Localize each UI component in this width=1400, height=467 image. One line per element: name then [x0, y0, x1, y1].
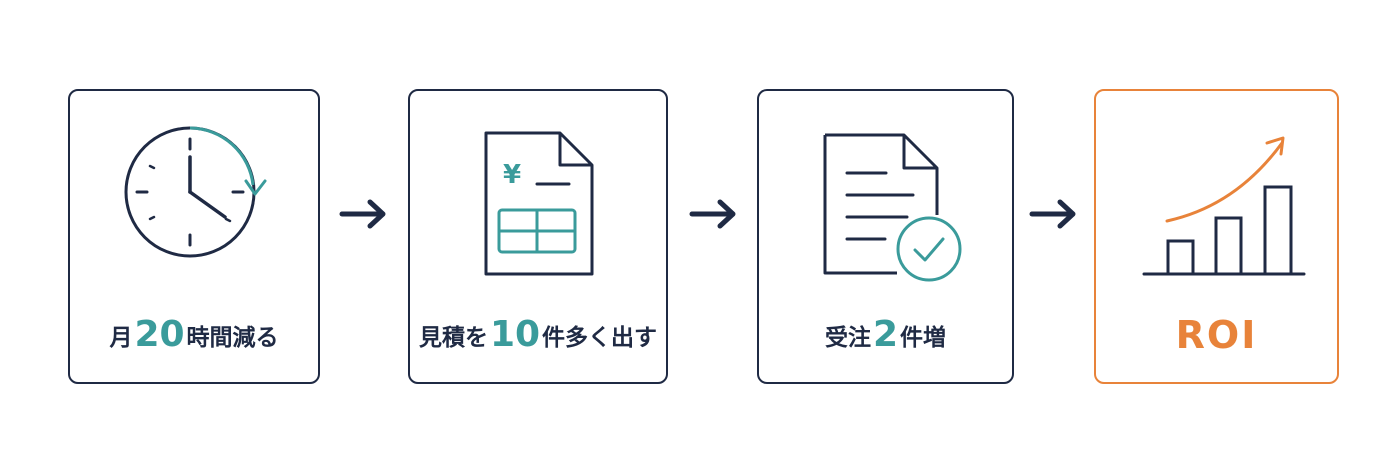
step-label-prefix: 受注	[824, 325, 871, 351]
step-label-suffix: 件多く出す	[542, 325, 658, 351]
step-label-prefix: 月	[109, 325, 133, 351]
arrow-right-icon	[1029, 199, 1076, 229]
step-label-suffix: 件増	[900, 325, 947, 351]
step-label-suffix: 時間減る	[186, 325, 279, 351]
step-label: 月 20 時間減る	[70, 313, 318, 357]
growth-chart-icon	[1142, 136, 1306, 276]
step-label-prefix: 見積を	[418, 325, 488, 351]
step-label: 受注 2 件増	[759, 313, 1012, 357]
document-check-icon	[823, 133, 962, 282]
arrow-right-icon	[689, 199, 736, 229]
step-label: 見積を 10 件多く出す	[410, 313, 666, 357]
quote-document-icon: ¥	[484, 131, 594, 276]
step-label-number: 10	[489, 314, 541, 355]
step-label-number: 2	[872, 314, 899, 355]
clock-refresh-icon	[124, 126, 267, 258]
step-label-number: 20	[134, 314, 185, 355]
step-card-time-saved: 月 20 時間減る	[68, 89, 320, 384]
step-card-roi: ROI	[1094, 89, 1339, 384]
arrow-right-icon	[339, 199, 386, 229]
roi-label: ROI	[1175, 313, 1258, 357]
yen-symbol: ¥	[503, 160, 521, 190]
step-card-quotes: ¥ 見積を 10 件多く出す	[408, 89, 668, 384]
step-card-orders: 受注 2 件増	[757, 89, 1014, 384]
